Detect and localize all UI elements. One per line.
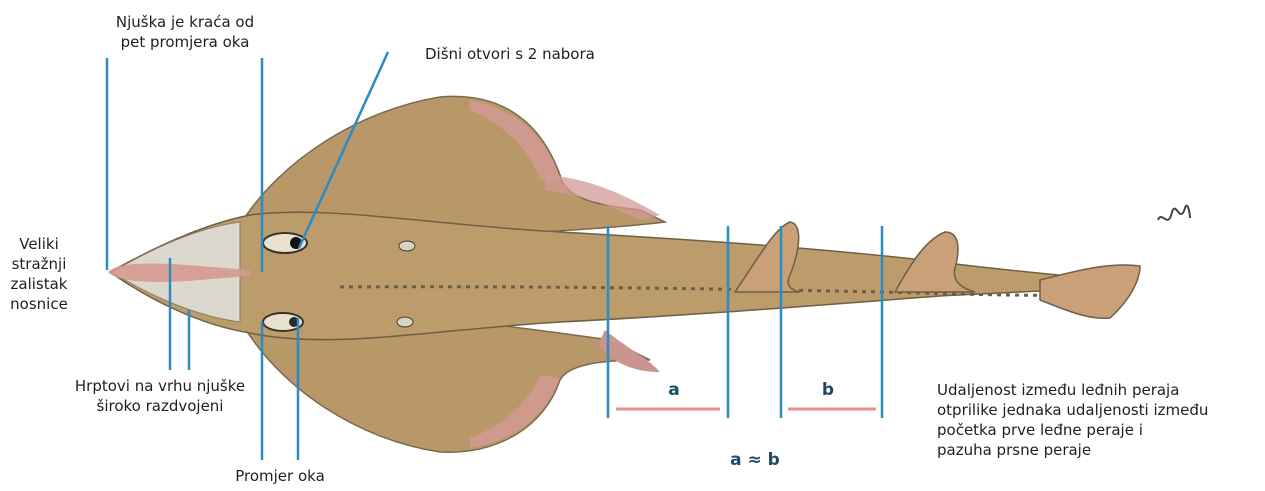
label-snout-ridges: Hrptovi na vrhu njuške široko razdvojeni: [40, 376, 280, 416]
label-fin-distance-note: Udaljenost između leđnih peraja otprilik…: [937, 380, 1208, 460]
label-eye-diameter: Promjer oka: [220, 466, 340, 486]
label-a-approx-b: a ≈ b: [700, 450, 810, 470]
label-line: početka prve leđne peraje i: [937, 420, 1208, 440]
label-line: Udaljenost između leđnih peraja: [937, 380, 1208, 400]
label-line: otprilike jednaka udaljenosti između: [937, 400, 1208, 420]
label-line: nosnice: [0, 294, 78, 314]
artist-signature: [1158, 206, 1190, 220]
fish-body: [110, 212, 1110, 339]
label-distance-a: a: [654, 380, 694, 400]
label-line: široko razdvojeni: [40, 396, 280, 416]
label-line: Njuška je kraća od: [95, 12, 275, 32]
label-line: zalistak: [0, 274, 78, 294]
caudal-fin: [1040, 265, 1140, 318]
label-snout-short: Njuška je kraća od pet promjera oka: [95, 12, 275, 52]
label-line: pazuha prsne peraje: [937, 440, 1208, 460]
label-line: Veliki: [0, 234, 78, 254]
label-spiracles: Dišni otvori s 2 nabora: [425, 44, 595, 64]
label-nasal-flap: Veliki stražnji zalistak nosnice: [0, 234, 78, 314]
label-line: pet promjera oka: [95, 32, 275, 52]
label-line: Hrptovi na vrhu njuške: [40, 376, 280, 396]
label-distance-b: b: [808, 380, 848, 400]
label-line: stražnji: [0, 254, 78, 274]
